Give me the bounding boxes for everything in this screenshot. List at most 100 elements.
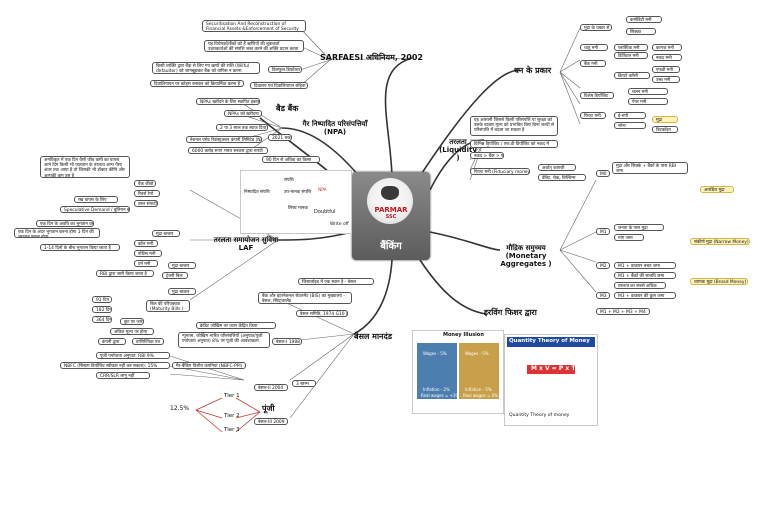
laf-return: रख वापस के लिए <box>74 196 118 203</box>
npa-narcl: नेशनल एसेट रिकंस्ट्रक्शन कंपनी लिमिटेड (… <box>186 136 262 143</box>
ibc-2016: दिवालय एवं दिवालियापन संहिता ( IBC), 201… <box>250 82 308 89</box>
tier-capital: पूंजी <box>262 404 275 413</box>
money-paper: कागज़ मनी <box>652 44 682 51</box>
m1-public: जनता के पास मुद्रा <box>614 224 664 231</box>
illusion-panel-left <box>417 343 457 399</box>
branch-irving: इरविंग फिशर द्वारा <box>484 308 537 317</box>
money-bank: बैंक मनी <box>580 60 606 67</box>
laf-notice-desc: 1-14 दिनों के बीच भुगतान किया जाता है <box>40 244 120 251</box>
money-fiat: फिएट मनी <box>580 112 606 119</box>
m1-demand: मांग जमा <box>614 234 644 241</box>
liquidity-def: वह आसानी जिससे किसी परिसंपत्ति या सुरक्ष… <box>470 116 558 136</box>
liquidity-convert: विभिन्न डिपॉजिट / एफ.डी डिपॉजिट को नकद म… <box>470 140 558 148</box>
tier-1: Tier 1 <box>224 393 240 399</box>
npa-interest: 2 या 3 साल तक ब्याज दिया जाता है <box>216 124 268 131</box>
laf-overnight-desc: अनधिकृत में एक दिन वैसी जीव कमी का वापस … <box>40 156 130 178</box>
basel2: बेसल-II 2004 <box>254 384 288 391</box>
laf-money-market-3: मुद्रा बाजार <box>168 288 196 295</box>
bull-icon <box>381 186 399 200</box>
central-title: बैंकिंग <box>380 241 402 252</box>
money-gold: सोना <box>614 122 646 129</box>
basel3: बेसल-III 2009 <box>254 418 288 425</box>
money-illusion-title: Money Illusion <box>443 332 484 338</box>
cp-label: वाणिज्यिक पत्र <box>132 338 164 345</box>
agg-m3: M3 <box>596 292 610 299</box>
laf-call-desc: एक दिन के अवधि का भुगतान वरना जो ब्याज <box>36 220 94 227</box>
tbill-91: 91 दिन <box>92 296 112 303</box>
agg-m2: M2 <box>596 262 610 269</box>
logo-subtitle: SSC <box>385 214 397 220</box>
illusion-real-right: Real wages = 0% <box>463 393 498 398</box>
npa-label: NPA <box>318 188 327 193</box>
money-special: विशेष डिपॉजिट <box>580 92 614 99</box>
money-digital: डिजिटल मनी <box>614 52 648 59</box>
basel-bis: बैंक और इंटरनेशनल सेटलमेंट (BIS) का मुख्… <box>258 292 352 304</box>
car-rbi: पूंजी पर्याप्तता अनुपात: RBI 9% <box>96 352 170 359</box>
money-metal: धातु मनी <box>580 44 608 51</box>
wilful-desc: किसी व्यक्ति द्वारा बैंक से लिए गए ऋणों … <box>152 62 260 74</box>
laf-liquid: तरल संपादी <box>134 200 158 207</box>
illusion-inflation-right: Inflation - 5% <box>465 387 492 392</box>
basel1-credit: क्रेडिट जोखिम पर ध्यान केंद्रित किया <box>196 322 276 329</box>
illusion-real-left: Real wages = +3% <box>421 393 460 398</box>
illusion-wage-right: Wages - 5% <box>465 351 489 356</box>
qt-footer: Quantity Theory of money <box>509 413 570 418</box>
money-bitcoin: बिटकॉइन <box>652 126 678 133</box>
money-illusion-card: Money Illusion Wages - 5% Wages - 5% Inf… <box>412 330 504 414</box>
bad-bank-desc: NPAs खरीदने के लिए स्थापित इकाई की व्यवस… <box>196 98 260 105</box>
m0-desc: मुद्रा और सिक्के + बैंकों के पास RBI जमा <box>612 162 688 174</box>
narrow-money: संकीर्ण मुद्रा (Narrow Money) <box>690 238 750 245</box>
m3-desc: M1 + बैंकों की सावधि जमा <box>614 272 676 279</box>
branch-monetary: मौद्रिक समुच्चय (Monetary Aggregates ) <box>500 244 552 268</box>
npa-note: 90 दिन से अधिक का किस्त <box>262 156 320 163</box>
branch-laf: तरलता समायोजन सुविधा LAF <box>213 236 279 252</box>
laf-notice-money: नोटिस मनी <box>134 250 162 257</box>
crr-slr: CRR/SLR लागू नहीं <box>96 372 150 379</box>
highest-liquidity: तरलता का सबसे अधिक <box>614 282 666 289</box>
tbill-face: अंकित मूल्य पर होगा <box>110 328 154 335</box>
m2-desc: M1 + डाकघर बचत जमा <box>614 262 676 269</box>
illusion-panel-right <box>459 343 499 399</box>
branch-npa: गैर निष्पादित परिसंपत्तियाँ (NPA) <box>302 120 368 136</box>
fiat-debit: डेबिट, चेक, बिल्डिंग्स <box>538 174 586 181</box>
npa-budget: 2021 बजट <box>268 134 292 141</box>
money-plastic: प्लास्टिक मनी <box>614 44 648 51</box>
tier-pct: 12.5% <box>170 405 190 412</box>
ibc-desc: दिवालियापन पर कोड्स बनाकर को क्रियान्वित… <box>150 80 244 87</box>
tbill-364: 364 दिन <box>92 316 112 323</box>
nbfc-ppi: गैर-बैंकिंग वित्तीय कंपनियां (NBFC-PPI) <box>172 362 246 369</box>
agg-m0: M0 <box>596 170 610 177</box>
money-high: उच्च मनी <box>652 76 680 83</box>
tbill-rbi: RBI द्वारा जारी किया जाता है <box>96 270 154 277</box>
bad-bank-buy: NPAs को ख़रीदना <box>224 110 262 117</box>
npa-standard: निष्पादित संपत्ति <box>244 190 270 195</box>
quantity-theory-card: Quantity Theory of Money M x V = P x T Q… <box>504 334 598 426</box>
qt-title-bar <box>507 337 595 347</box>
money-coin: सिक्का <box>626 28 656 35</box>
branch-bad-bank: बैड बैंक <box>276 104 299 113</box>
parmar-logo <box>367 178 413 224</box>
npa-loss: लिफ्ट मानक <box>288 206 308 211</box>
qt-title: Quantity Theory of Money <box>509 338 590 344</box>
illusion-wage-left: Wages - 5% <box>423 351 447 356</box>
sarfaesi-fullform: Securitisation And Reconstruction of Fin… <box>202 20 306 32</box>
agg-m1: M1 <box>596 228 610 235</box>
illusion-inflation-left: Inflation - 2% <box>423 387 450 392</box>
npa-root: संपत्ति <box>284 178 294 183</box>
money-currency: मुद्रा <box>652 116 678 123</box>
basel-place: जिस्टर्लाइड में एक स्थान है - बेसल <box>298 278 374 285</box>
tbill-discount: छूट पर जारी <box>120 318 144 325</box>
broad-money: व्यापक मुद्रा (Broad Money) <box>690 278 748 285</box>
branch-liquidity: तरलता (Liquidity ) <box>439 138 477 162</box>
qt-equation: M x V = P x T <box>531 365 576 372</box>
logo-title: PARMAR <box>374 206 408 214</box>
npa-classification-chart <box>240 170 352 234</box>
laf-money-market-1: मुद्रा बाजार <box>152 230 180 237</box>
sarfaesi-power: यह विधेयकों/बैंकों को हैं ऋणियों की चूकक… <box>204 40 304 52</box>
branch-sarfaesi: SARFAESI अधिनियम, 2002 <box>320 53 423 62</box>
money-circulation: चलन मनी <box>628 88 668 95</box>
tbill-182: 182 दिन <box>92 306 112 313</box>
reserve-money: आरक्षित मुद्रा <box>700 186 734 193</box>
money-paper2: पेपर मनी <box>628 98 668 105</box>
tbill-maturity: बिल की परिपक्वता (Maturity Bills ) <box>146 300 190 312</box>
